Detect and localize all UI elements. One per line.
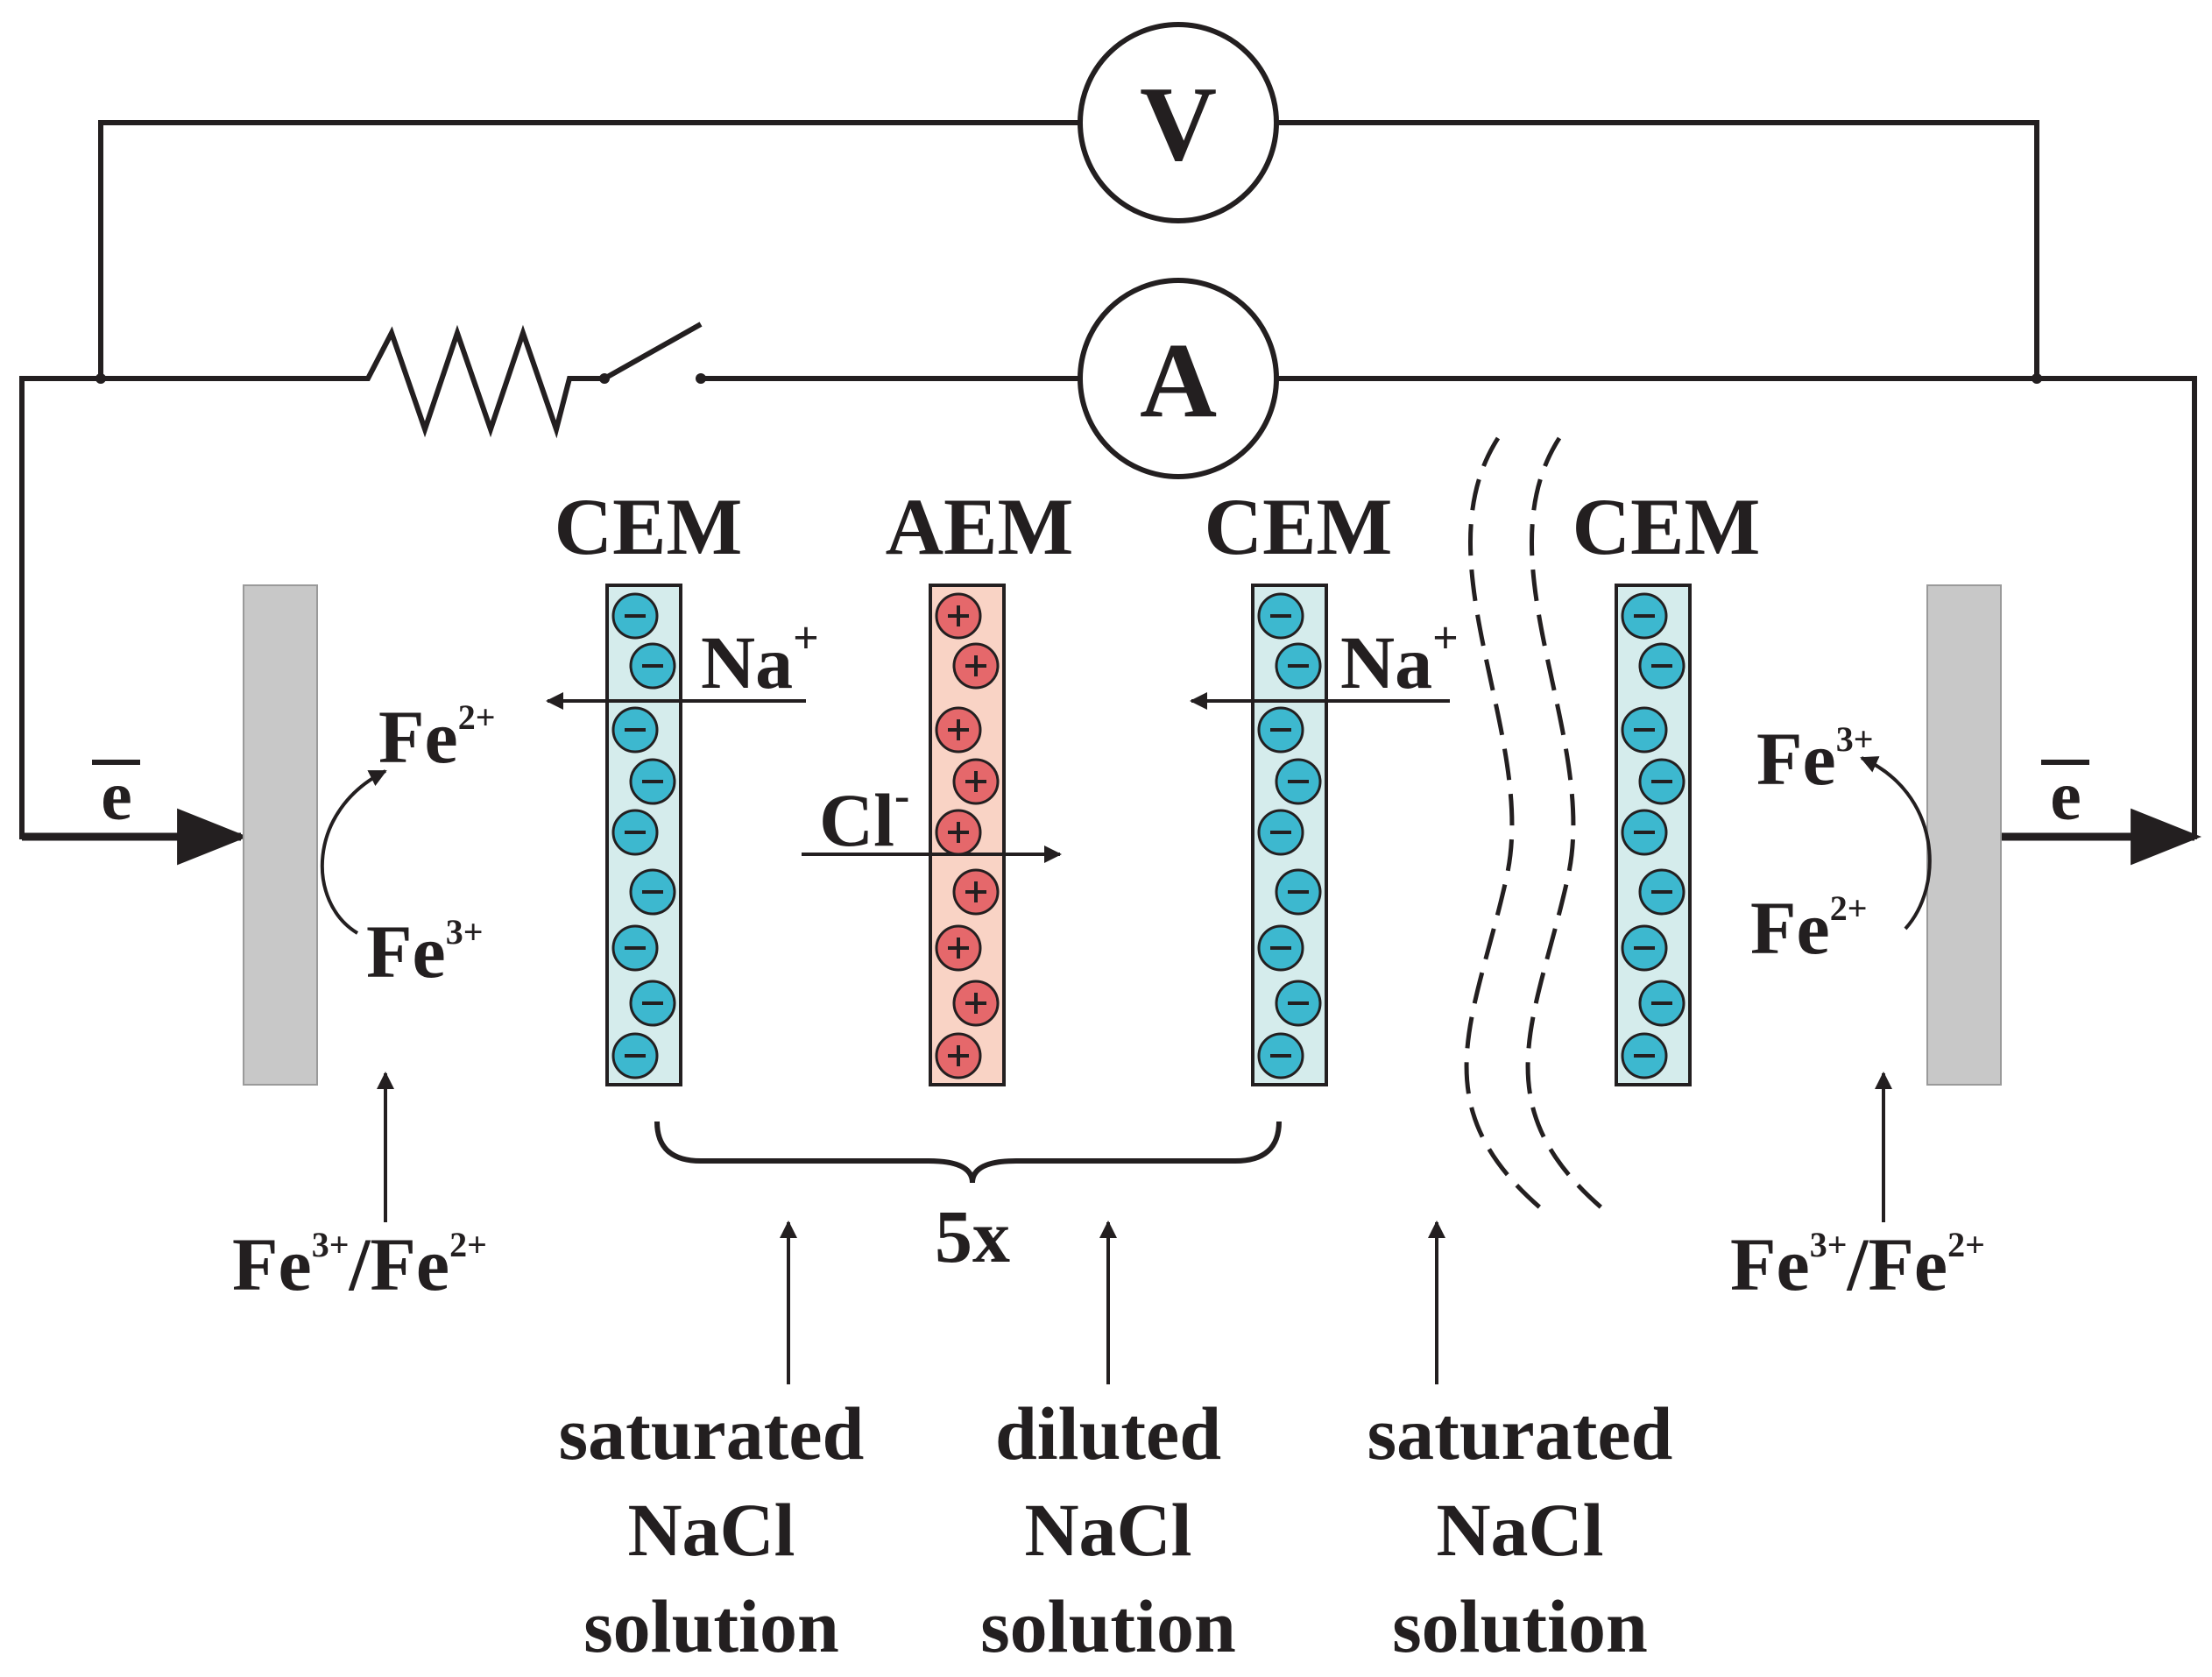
switch-blade	[603, 322, 703, 381]
left-product-ion: Fe2+	[378, 695, 496, 779]
fixed-charges	[611, 592, 1686, 1079]
svg-text:solution: solution	[980, 1584, 1236, 1668]
voltmeter-wire	[98, 120, 1080, 379]
svg-text:saturated: saturated	[1367, 1391, 1673, 1475]
svg-text:e: e	[101, 758, 132, 835]
right-product-ion: Fe3+	[1756, 717, 1874, 801]
svg-text:solution: solution	[1392, 1584, 1648, 1668]
left-reaction-arrow	[320, 769, 387, 935]
cem-label-2: CEM	[1205, 482, 1393, 571]
ammeter: A	[1078, 278, 1279, 479]
cem-label-3: CEM	[1572, 482, 1761, 571]
svg-text:solution: solution	[583, 1584, 839, 1668]
na-label-right: Na+	[1340, 613, 1459, 704]
junction-right	[2032, 373, 2042, 384]
junction-left	[95, 373, 106, 384]
repeat-label: 5x	[935, 1194, 1010, 1278]
resistor	[346, 324, 604, 439]
left-electrode	[243, 584, 318, 1086]
right-electrode	[1926, 584, 2002, 1086]
stream-label-saturated-left: saturated NaCl solution	[559, 1391, 865, 1668]
svg-text:e: e	[2050, 758, 2081, 835]
repeat-brace	[654, 1121, 1282, 1184]
left-reactant-ion: Fe3+	[366, 909, 484, 994]
cem-label-1: CEM	[555, 482, 743, 571]
electron-label-right: e	[2041, 758, 2089, 835]
svg-text:NaCl: NaCl	[1436, 1488, 1603, 1572]
cl-label: Cl-	[819, 771, 909, 862]
right-reactant-ion: Fe2+	[1750, 886, 1868, 970]
stream-label-diluted: diluted NaCl solution	[980, 1391, 1236, 1668]
voltmeter: V	[1078, 22, 1279, 223]
left-feed-label: Fe3+/Fe2+	[232, 1222, 487, 1306]
svg-text:diluted: diluted	[995, 1391, 1221, 1475]
voltmeter-label: V	[1140, 65, 1217, 183]
stream-label-saturated-right: saturated NaCl solution	[1367, 1391, 1673, 1668]
svg-text:NaCl: NaCl	[1024, 1488, 1191, 1572]
electron-label-left: e	[92, 758, 140, 835]
na-label-left: Na+	[701, 613, 819, 704]
aem-label: AEM	[886, 482, 1074, 571]
switch-contact-left	[599, 373, 610, 384]
svg-text:NaCl: NaCl	[627, 1488, 795, 1572]
voltmeter-wire-right	[1277, 120, 2039, 379]
right-reaction-arrow	[1860, 756, 1932, 930]
external-circuit: V A e e	[19, 22, 2202, 866]
right-feed-label: Fe3+/Fe2+	[1730, 1222, 1985, 1306]
svg-text:saturated: saturated	[559, 1391, 865, 1475]
ammeter-label: A	[1140, 322, 1217, 440]
